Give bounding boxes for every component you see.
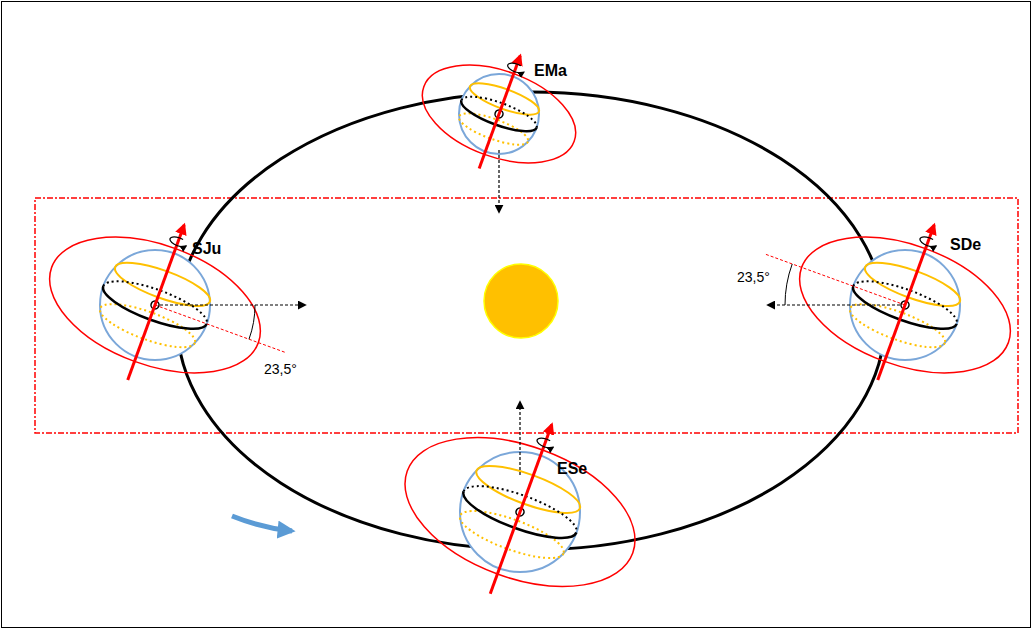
rotation-curl bbox=[169, 235, 188, 249]
season-label: SJu bbox=[192, 240, 221, 258]
earth-globe bbox=[781, 206, 1029, 399]
earth-globe bbox=[385, 404, 656, 615]
solstice-band bbox=[35, 198, 1018, 433]
equator-direction-line bbox=[155, 305, 287, 353]
season-label: ESe bbox=[557, 460, 587, 478]
earth-lines bbox=[826, 206, 986, 399]
earth-lines bbox=[76, 206, 236, 399]
rotation-curl bbox=[536, 436, 555, 450]
angle-arc bbox=[785, 264, 792, 305]
direction-arrow bbox=[232, 516, 292, 531]
sun-direction-arrow bbox=[498, 150, 499, 212]
sun bbox=[484, 264, 558, 338]
sun-direction-arrow bbox=[160, 304, 305, 305]
equator-direction-line bbox=[764, 254, 905, 305]
earth-lines bbox=[434, 404, 608, 614]
season-label: SDe bbox=[950, 236, 981, 254]
angle-label: 23,5° bbox=[737, 270, 770, 285]
rotation-axis bbox=[479, 56, 520, 169]
rotation-curl bbox=[919, 235, 938, 249]
rotation-axis bbox=[128, 225, 184, 380]
angle-label: 23,5° bbox=[264, 362, 297, 377]
angle-arc bbox=[249, 305, 255, 339]
earth-globe bbox=[31, 206, 279, 399]
season-label: EMa bbox=[534, 62, 567, 80]
sun-direction-arrow bbox=[768, 304, 900, 305]
sun-direction-arrow bbox=[519, 402, 520, 475]
rotation-curl bbox=[506, 61, 525, 75]
rotation-axis bbox=[878, 225, 934, 380]
rotation-axis bbox=[490, 425, 552, 594]
